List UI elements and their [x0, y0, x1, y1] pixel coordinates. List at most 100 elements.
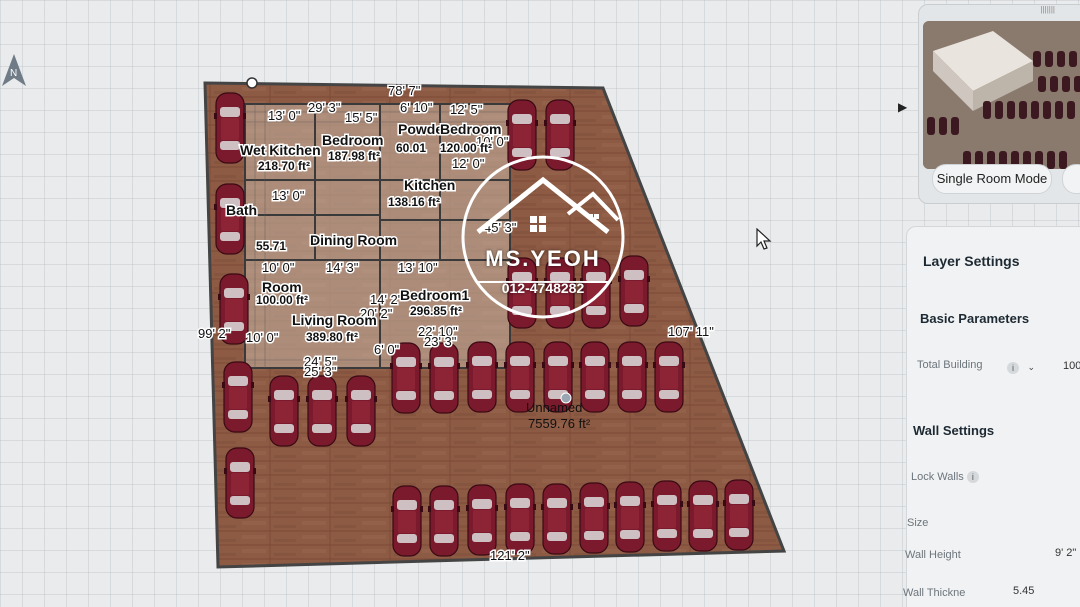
- dim-inner: 14' 3": [326, 260, 359, 275]
- car: [223, 447, 257, 519]
- dim-inner: 13' 0": [272, 188, 305, 203]
- dim-left: 99' 2": [198, 326, 231, 341]
- wall-settings-title: Wall Settings: [913, 423, 995, 438]
- room-labels: Wet Kitchen 218.70 ft² Bedroom 187.98 ft…: [225, 120, 591, 432]
- dim-inner: 15' 5": [345, 110, 378, 125]
- car: [465, 341, 499, 413]
- car: [650, 480, 684, 552]
- room-label: Bedroom1: [400, 287, 469, 303]
- info-icon[interactable]: i: [966, 471, 979, 484]
- car: [540, 483, 574, 555]
- house-walls: [244, 103, 511, 369]
- room-label: Bedroom: [440, 121, 501, 137]
- basic-parameters-title: Basic Parameters: [920, 311, 1030, 326]
- car: [465, 484, 499, 556]
- dim-inner: 10' 0": [246, 330, 279, 345]
- home-logo-icon: [461, 155, 625, 319]
- dim-inner: 13' 10": [398, 260, 438, 275]
- room-area: 60.01: [396, 141, 426, 155]
- car: [577, 482, 611, 554]
- dim-top: 78' 7": [388, 83, 421, 98]
- dim-inner: 10' 0": [262, 260, 295, 275]
- room-label: Powder: [398, 121, 449, 137]
- watermark-phone: 012-4748282: [501, 280, 585, 296]
- car: [578, 341, 612, 413]
- dim-inner: 25' 3": [304, 364, 337, 379]
- dim-right: 107' 11": [668, 324, 714, 339]
- dim-inner: 24' 5": [304, 354, 337, 369]
- room-area: 7559.76 ft²: [528, 416, 591, 431]
- car: [427, 485, 461, 557]
- svg-text:N: N: [10, 68, 17, 79]
- collapse-arrow-icon[interactable]: ▶: [898, 100, 908, 114]
- total-building-label: Total Building: [917, 359, 982, 371]
- dim-inner: 29' 3": [308, 100, 341, 115]
- dim-inner: 22' 10": [418, 324, 458, 339]
- total-building-value[interactable]: 100: [1063, 360, 1080, 372]
- wall-thickness-value[interactable]: 5.45: [1013, 585, 1035, 597]
- room-area: 100.00 ft²: [256, 293, 308, 307]
- car: [344, 375, 378, 447]
- car: [652, 341, 686, 413]
- vertex-handle: [246, 77, 258, 89]
- wall-height-value[interactable]: 9' 2": [1055, 547, 1077, 559]
- car: [221, 361, 255, 433]
- car: [722, 479, 756, 551]
- room-area: 187.98 ft²: [328, 149, 380, 163]
- inner-dimensions: 13' 0" 29' 3" 15' 5" 6' 10" 12' 5" 10' 0…: [245, 99, 519, 381]
- lock-walls-label: Lock Walls i: [911, 471, 979, 484]
- car: [213, 183, 247, 255]
- car: [503, 483, 537, 555]
- dim-inner: 10' 0": [476, 134, 509, 149]
- car: [390, 485, 424, 557]
- room-area: 389.80 ft²: [306, 330, 358, 344]
- dim-inner: 6' 0": [374, 342, 400, 357]
- room-label: Wet Kitchen: [240, 142, 321, 158]
- room-label: Living Room: [292, 312, 377, 328]
- room-label: Room: [262, 279, 302, 295]
- room-area: 218.70 ft²: [258, 159, 310, 173]
- dim-inner: 13' 0": [268, 108, 301, 123]
- single-room-mode-button[interactable]: Single Room Mode: [932, 164, 1052, 194]
- dim-inner: 6' 10": [400, 100, 433, 115]
- car: [615, 341, 649, 413]
- room-area: 55.71: [256, 239, 286, 253]
- dim-inner: 23' 3": [424, 334, 457, 349]
- room-area: 296.85 ft²: [410, 304, 462, 318]
- room-label: Kitchen: [404, 177, 455, 193]
- total-building-dropdown[interactable]: i ⌄: [1007, 359, 1035, 377]
- car: [686, 480, 720, 552]
- room-area: 120.00 ft²: [440, 141, 492, 155]
- car: [267, 375, 301, 447]
- info-icon[interactable]: i: [1007, 361, 1019, 374]
- room-label: Bedroom: [322, 132, 383, 148]
- watermark-name: MS.YEOH: [485, 246, 601, 271]
- car: [427, 342, 461, 414]
- total-building-text: Total Building: [917, 359, 983, 371]
- dim-bottom: 121' 2": [490, 548, 530, 563]
- wall-height-label: Wall Height: [905, 549, 961, 561]
- preview-handle[interactable]: |||||||: [1040, 5, 1055, 14]
- car: [305, 375, 339, 447]
- room-handle-icon: [560, 392, 572, 404]
- chevron-down-icon[interactable]: ⌄: [1027, 362, 1035, 373]
- room-label: Bath: [226, 202, 257, 218]
- wall-thickness-label: Wall Thickne: [903, 587, 966, 599]
- room-label: Dining Room: [310, 232, 397, 248]
- lock-walls-text: Lock Walls: [911, 471, 964, 483]
- dim-inner: 12' 5": [450, 102, 483, 117]
- 3d-preview-image[interactable]: [923, 21, 1080, 169]
- dim-inner: 14' 2": [370, 292, 403, 307]
- car: [613, 481, 647, 553]
- layer-settings-title: Layer Settings: [923, 253, 1020, 269]
- dim-inner: 12' 0": [452, 156, 485, 171]
- size-label: Size: [907, 517, 929, 529]
- layer-settings-panel: Layer Settings Basic Parameters Total Bu…: [903, 226, 1080, 607]
- room-area: 138.16 ft²: [388, 195, 440, 209]
- room-label: Unnamed: [526, 400, 582, 415]
- cursor-icon: [756, 228, 772, 250]
- dim-inner: 20' 2": [360, 306, 393, 321]
- north-arrow-icon[interactable]: N: [0, 52, 28, 88]
